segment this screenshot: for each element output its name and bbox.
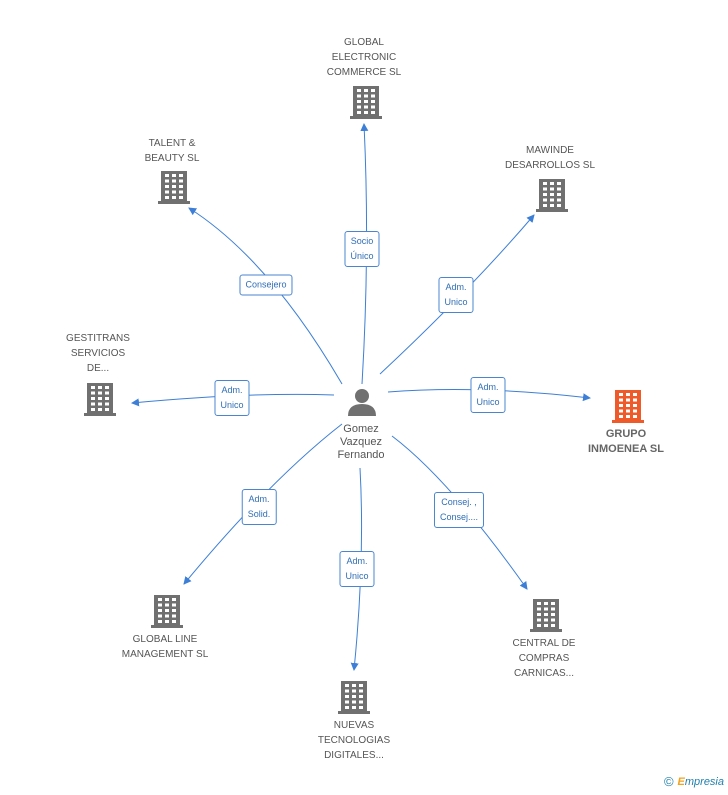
company-label-nuevas-tecnologias[interactable]: NUEVAS TECNOLOGIAS DIGITALES...: [317, 720, 391, 761]
edge-label-grupo-inmoenea[interactable]: Adm. Unico: [470, 377, 506, 413]
company-label-global-electronic[interactable]: GLOBAL ELECTRONIC COMMERCE SL: [326, 37, 402, 78]
footer-brand: © Empresia: [664, 774, 724, 789]
nuevas-tecnologias-building-icon: [338, 681, 370, 714]
global-line-building-icon: [151, 595, 183, 628]
company-label-grupo-inmoenea[interactable]: GRUPO INMOENEA SL: [588, 428, 664, 455]
company-label-central-compras[interactable]: CENTRAL DE COMPRAS CARNICAS...: [512, 638, 576, 679]
edge-label-global-line[interactable]: Adm. Solid.: [241, 489, 277, 525]
copyright-symbol: ©: [663, 774, 674, 789]
central-compras-building-icon: [530, 599, 562, 632]
person-icon: [348, 389, 376, 416]
edge-label-gestitrans[interactable]: Adm. Unico: [214, 380, 250, 416]
edge-label-nuevas-tecnologias[interactable]: Adm. Unico: [339, 551, 375, 587]
brand-logo: Empresia: [677, 775, 724, 788]
edge-label-global-electronic[interactable]: Socio Único: [344, 231, 380, 267]
talent-beauty-building-icon: [158, 171, 190, 204]
company-label-mawinde[interactable]: MAWINDE DESARROLLOS SL: [504, 145, 596, 171]
global-electronic-building-icon: [350, 86, 382, 119]
gestitrans-building-icon: [84, 383, 116, 416]
edge-label-mawinde[interactable]: Adm. Unico: [438, 277, 474, 313]
mawinde-building-icon: [536, 179, 568, 212]
person-label[interactable]: Gomez Vazquez Fernando: [337, 423, 385, 461]
edge-talent-beauty: [188, 207, 343, 385]
company-label-talent-beauty[interactable]: TALENT & BEAUTY SL: [144, 138, 200, 164]
grupo-inmoenea-building-icon: [612, 390, 644, 423]
edge-label-central-compras[interactable]: Consej. , Consej....: [433, 492, 485, 528]
edge-label-talent-beauty[interactable]: Consejero: [239, 274, 293, 296]
company-label-global-line[interactable]: GLOBAL LINE MANAGEMENT SL: [121, 634, 209, 660]
company-label-gestitrans[interactable]: GESTITRANS SERVICIOS DE...: [66, 333, 130, 374]
